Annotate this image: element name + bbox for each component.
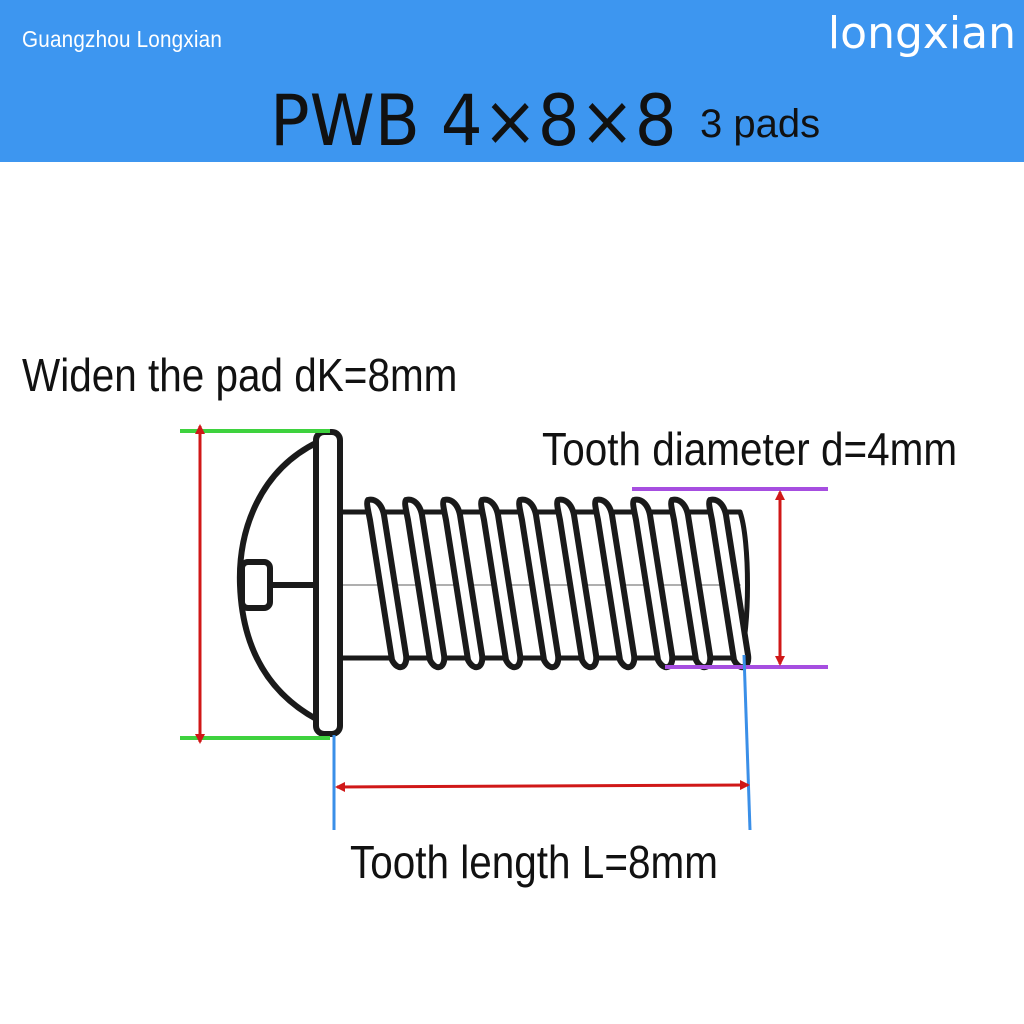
diameter-label: Tooth diameter d=4mm	[542, 423, 958, 475]
length-guide-right	[742, 654, 752, 831]
thread-coil	[516, 496, 562, 671]
thread-coil	[668, 496, 714, 671]
header-banner: Guangzhou Longxian longxian PWB 4×8×8 3 …	[0, 0, 1024, 162]
screw-threads	[364, 496, 752, 671]
brand-logo-text: longxian	[827, 8, 1016, 59]
thread-coil	[592, 496, 638, 671]
product-title: PWB 4×8×8 3 pads	[270, 80, 820, 162]
pad-width-label: Widen the pad dK=8mm	[22, 349, 458, 401]
thread-coil	[478, 496, 524, 671]
diameter-dimension	[632, 487, 828, 669]
pad-width-dimension	[180, 424, 330, 744]
thread-coil	[364, 496, 410, 671]
screw-pad-flange	[313, 429, 343, 737]
length-dimension	[332, 654, 752, 831]
thread-coil	[402, 496, 448, 671]
length-arrow	[335, 780, 750, 792]
screw-head	[236, 439, 320, 723]
thread-coil	[554, 496, 600, 671]
company-name: Guangzhou Longxian	[22, 26, 223, 52]
thread-coil	[630, 496, 676, 671]
product-title-main: PWB 4×8×8	[270, 80, 677, 162]
thread-coil	[440, 496, 486, 671]
product-title-suffix: 3 pads	[700, 102, 821, 146]
length-label: Tooth length L=8mm	[350, 836, 718, 888]
